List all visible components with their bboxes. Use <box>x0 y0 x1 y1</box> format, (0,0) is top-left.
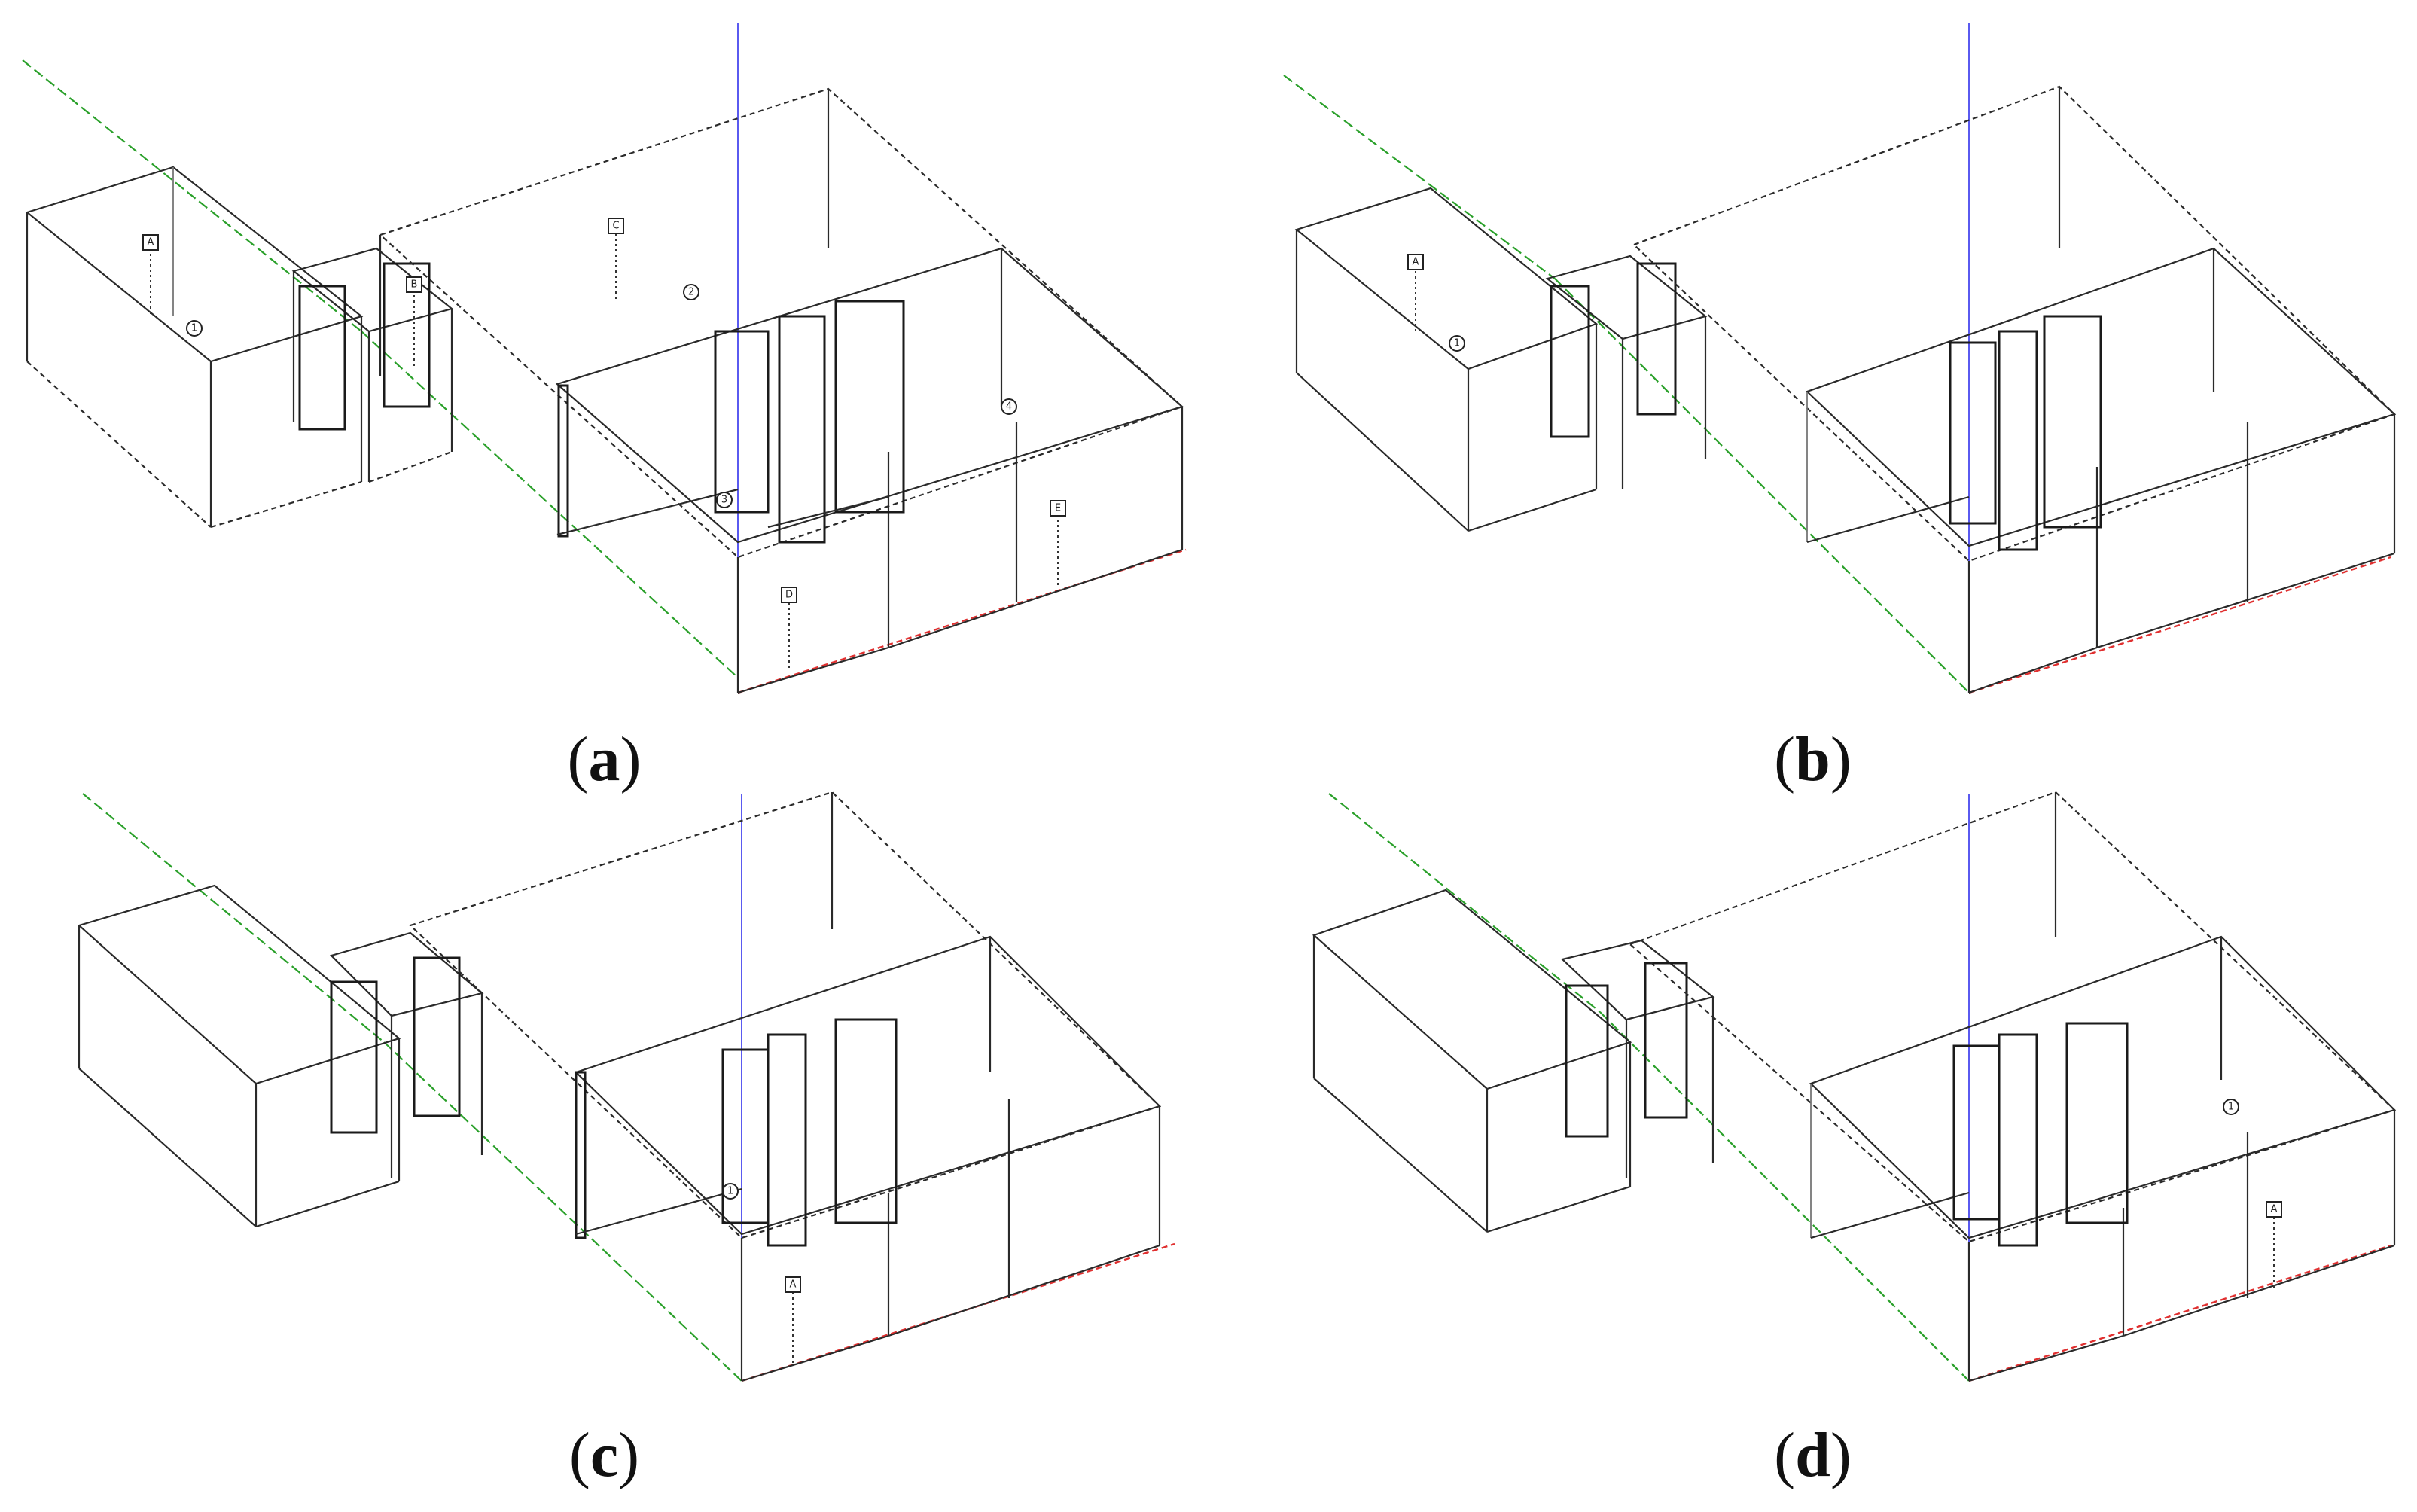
panel-a: A B C D E 1 2 <box>0 0 1208 794</box>
caption-c: (c) <box>568 1420 640 1490</box>
door-frame-2 <box>1636 262 1677 416</box>
inner-block-top <box>574 935 1162 1236</box>
main-box-top <box>1628 791 2397 1243</box>
axis-y-extension <box>1599 1011 1970 1382</box>
door-frame-5 <box>2043 315 2102 529</box>
wireframe-c: A 1 <box>77 791 1175 1382</box>
door-frame-1 <box>330 980 378 1134</box>
svg-text:1: 1 <box>191 323 197 334</box>
door-frame-4 <box>778 315 826 544</box>
door-frame-3 <box>1952 1044 2001 1221</box>
marker-4: 4 <box>1001 398 1017 415</box>
axis-x <box>1968 1244 2391 1382</box>
door-frame-2 <box>1644 962 1688 1119</box>
axis-x <box>1968 556 2391 694</box>
svg-text:4: 4 <box>1006 401 1012 413</box>
caption-a: (a) <box>567 724 642 794</box>
door-frame-4 <box>1998 330 2038 551</box>
axis-y-extension <box>361 331 739 678</box>
left-box-top <box>1312 889 1632 1090</box>
panel-b: A 1 (b) <box>1208 0 2417 794</box>
panel-d: A 1 (d) <box>1208 756 2417 1512</box>
tag-E: E <box>1050 500 1066 587</box>
marker-1: 1 <box>2223 1099 2239 1115</box>
door-frame-2 <box>383 262 431 408</box>
tag-A: A <box>2266 1201 2282 1289</box>
tag-B: B <box>406 276 422 369</box>
axis-y <box>1328 793 1601 1013</box>
svg-text:D: D <box>785 590 793 601</box>
axis-y <box>82 793 385 1043</box>
svg-text:1: 1 <box>727 1186 733 1197</box>
main-box-top <box>408 791 1162 1239</box>
axis-y <box>1283 75 1556 279</box>
door-frame-3 <box>714 330 770 514</box>
door-frame-5 <box>2065 1022 2129 1224</box>
left-box-top <box>77 884 401 1085</box>
svg-text:1: 1 <box>1454 338 1460 349</box>
svg-text:2: 2 <box>688 287 694 298</box>
caption-b: (b) <box>1774 724 1852 794</box>
wireframe-b: A 1 <box>1283 23 2397 694</box>
panel-c: A 1 (c) <box>0 756 1208 1512</box>
main-box-top <box>1632 85 2397 562</box>
connector-top <box>1545 255 1708 340</box>
wireframe-a: A B C D E 1 2 <box>22 23 1187 694</box>
wireframe-d: A 1 <box>1312 791 2397 1382</box>
axis-y <box>22 59 362 332</box>
inner-frame-left <box>557 384 569 538</box>
connector-top <box>1560 939 1715 1021</box>
marker-2: 2 <box>683 284 699 300</box>
door-frame-1 <box>1550 285 1590 438</box>
svg-text:A: A <box>148 237 154 248</box>
axis-y-extension <box>1554 278 1970 694</box>
door-frame-1 <box>298 285 346 431</box>
svg-text:A: A <box>2271 1204 2278 1215</box>
tag-C: C <box>608 218 624 301</box>
inner-block-top <box>555 247 1184 544</box>
tag-A: A <box>142 234 159 316</box>
svg-text:C: C <box>612 221 619 232</box>
door-frame-5 <box>834 1018 898 1224</box>
inner-block-top <box>1805 247 2397 547</box>
svg-text:E: E <box>1055 503 1061 514</box>
tag-A: A <box>785 1276 801 1364</box>
door-frame-3 <box>1949 341 1997 525</box>
marker-1: 1 <box>1449 335 1465 352</box>
svg-text:3: 3 <box>721 495 727 506</box>
tag-D: D <box>781 587 797 670</box>
door-frame-4 <box>1998 1033 2038 1247</box>
svg-text:A: A <box>1413 257 1419 268</box>
inner-block-top <box>1809 935 2397 1239</box>
marker-3: 3 <box>716 492 733 508</box>
axis-y-extension <box>383 1041 742 1382</box>
inner-frame-left <box>575 1071 587 1239</box>
svg-text:A: A <box>790 1279 797 1291</box>
tag-A: A <box>1407 254 1424 331</box>
svg-text:1: 1 <box>2228 1102 2234 1113</box>
caption-d: (d) <box>1774 1420 1852 1490</box>
door-frame-2 <box>413 956 461 1117</box>
door-frame-1 <box>1565 984 1609 1138</box>
main-box-top <box>378 87 1184 559</box>
door-frame-5 <box>834 300 905 514</box>
marker-1: 1 <box>186 320 203 337</box>
door-frame-4 <box>767 1033 807 1247</box>
svg-text:B: B <box>411 279 418 291</box>
marker-1: 1 <box>722 1183 739 1200</box>
